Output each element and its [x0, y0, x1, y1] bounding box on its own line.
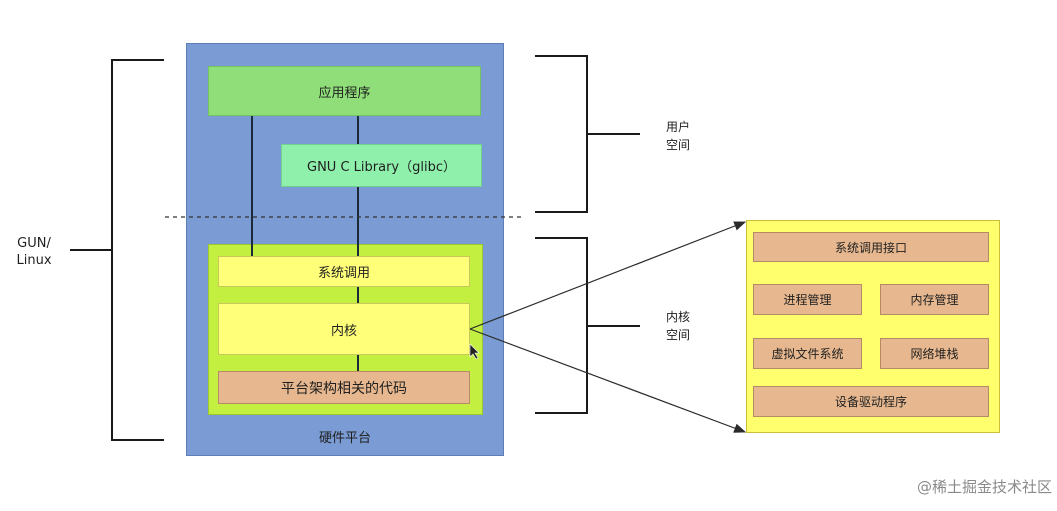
- device-drivers-box: 设备驱动程序: [753, 386, 989, 417]
- glibc-label: GNU C Library（glibc）: [307, 160, 456, 175]
- system-call-box: 系统调用: [218, 256, 470, 287]
- arch-code-box: 平台架构相关的代码: [218, 371, 470, 404]
- user-space-bracket: [535, 55, 640, 213]
- syscall-interface-box: 系统调用接口: [753, 232, 989, 262]
- mouse-cursor-icon: [469, 343, 480, 360]
- kernel-space-line1: 内核: [665, 310, 690, 324]
- syscall-interface-label: 系统调用接口: [834, 240, 907, 255]
- user-space-line2: 空间: [665, 138, 690, 152]
- user-space-label: 用户 空间: [658, 117, 698, 155]
- zoom-arrow-top: [469, 221, 747, 330]
- kernel-space-line2: 空间: [665, 328, 690, 342]
- application-box: 应用程序: [208, 66, 481, 116]
- process-management-box: 进程管理: [753, 284, 862, 315]
- gnu-linux-line1: GUN/: [17, 236, 51, 251]
- user-space-line1: 用户: [665, 120, 690, 134]
- kernel-label: 内核: [330, 323, 357, 339]
- kernel-space-bracket: [535, 237, 640, 414]
- kernel-space-label: 内核 空间: [658, 307, 698, 345]
- device-drivers-label: 设备驱动程序: [834, 395, 907, 409]
- vfs-label: 虚拟文件系统: [771, 347, 844, 361]
- network-stack-box: 网络堆栈: [880, 338, 989, 369]
- gnu-linux-label: GUN/ Linux: [0, 232, 68, 272]
- gnu-linux-line2: Linux: [16, 253, 52, 268]
- vfs-box: 虚拟文件系统: [753, 338, 862, 369]
- glibc-box: GNU C Library（glibc）: [281, 144, 482, 187]
- gnu-linux-bracket: [70, 59, 164, 441]
- zoom-arrow-bottom: [469, 328, 747, 433]
- application-label: 应用程序: [318, 85, 371, 101]
- memory-management-label: 内存管理: [910, 293, 959, 307]
- kernel-box: 内核: [218, 303, 470, 355]
- watermark: @稀土掘金技术社区: [916, 477, 1052, 496]
- memory-management-box: 内存管理: [880, 284, 989, 315]
- hardware-platform-label: 硬件平台: [318, 430, 371, 446]
- arch-code-label: 平台架构相关的代码: [281, 380, 407, 397]
- process-management-label: 进程管理: [783, 293, 832, 307]
- network-stack-label: 网络堆栈: [910, 347, 959, 361]
- system-call-label: 系统调用: [317, 266, 370, 281]
